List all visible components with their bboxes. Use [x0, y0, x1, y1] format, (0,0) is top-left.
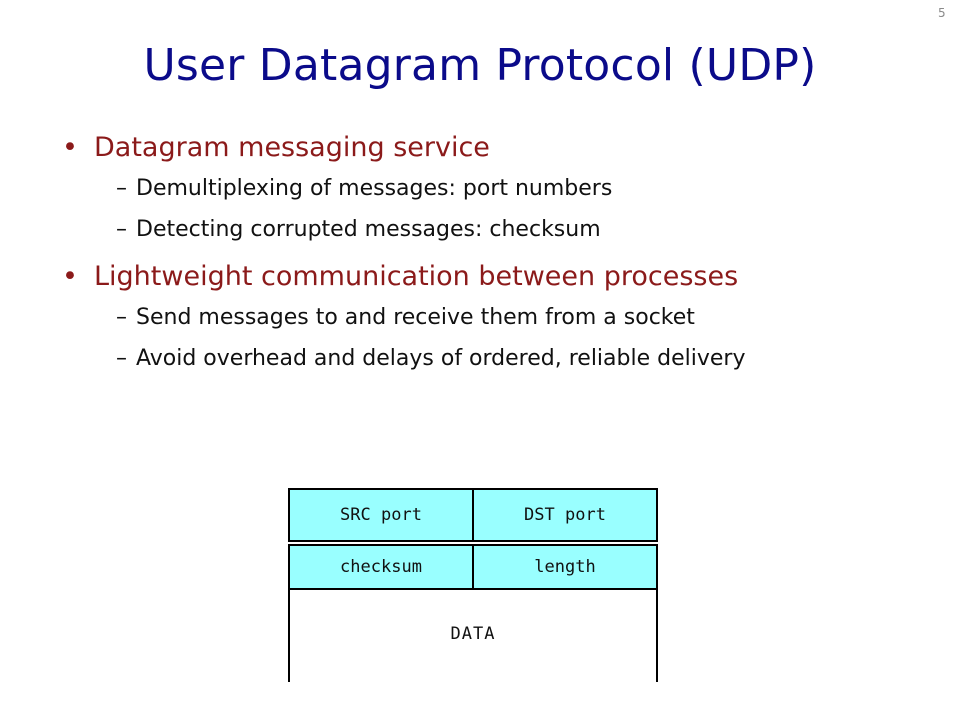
dash-icon: –: [116, 345, 127, 371]
sub-text: Detecting corrupted messages: checksum: [136, 216, 601, 242]
length-field: length: [472, 544, 658, 590]
src-port-label: SRC port: [340, 505, 422, 525]
sub-item: – Detecting corrupted messages: checksum: [116, 216, 942, 244]
length-label: length: [534, 557, 596, 577]
dst-port-label: DST port: [524, 505, 606, 525]
data-label: DATA: [450, 624, 496, 644]
sub-text: Demultiplexing of messages: port numbers: [136, 176, 613, 202]
checksum-field: checksum: [288, 544, 474, 590]
sub-list: – Demultiplexing of messages: port numbe…: [62, 175, 942, 243]
sub-text: Avoid overhead and delays of ordered, re…: [136, 345, 746, 371]
sub-item: – Send messages to and receive them from…: [116, 304, 942, 332]
checksum-label: checksum: [340, 557, 422, 577]
bullet-dot-icon: •: [62, 261, 78, 293]
bullet-list: • Datagram messaging service – Demultipl…: [62, 130, 942, 385]
slide-number: 5: [938, 6, 946, 20]
sub-list: – Send messages to and receive them from…: [62, 304, 942, 372]
bullet-item: • Lightweight communication between proc…: [62, 259, 942, 294]
bullet-text: Datagram messaging service: [94, 132, 490, 163]
dst-port-field: DST port: [472, 488, 658, 542]
data-left-border: [288, 588, 290, 682]
bullet-item: • Datagram messaging service: [62, 130, 942, 165]
bullet-dot-icon: •: [62, 132, 78, 163]
dash-icon: –: [116, 305, 127, 331]
sub-item: – Demultiplexing of messages: port numbe…: [116, 175, 942, 203]
sub-item: – Avoid overhead and delays of ordered, …: [116, 345, 942, 373]
dash-icon: –: [116, 176, 127, 202]
bullet-text: Lightweight communication between proces…: [94, 261, 739, 293]
sub-text: Send messages to and receive them from a…: [136, 305, 695, 331]
dash-icon: –: [116, 216, 127, 242]
slide-title: User Datagram Protocol (UDP): [143, 40, 817, 91]
data-right-border: [656, 588, 658, 682]
udp-header-diagram: SRC port DST port checksum length DATA: [288, 488, 660, 682]
src-port-field: SRC port: [288, 488, 474, 542]
